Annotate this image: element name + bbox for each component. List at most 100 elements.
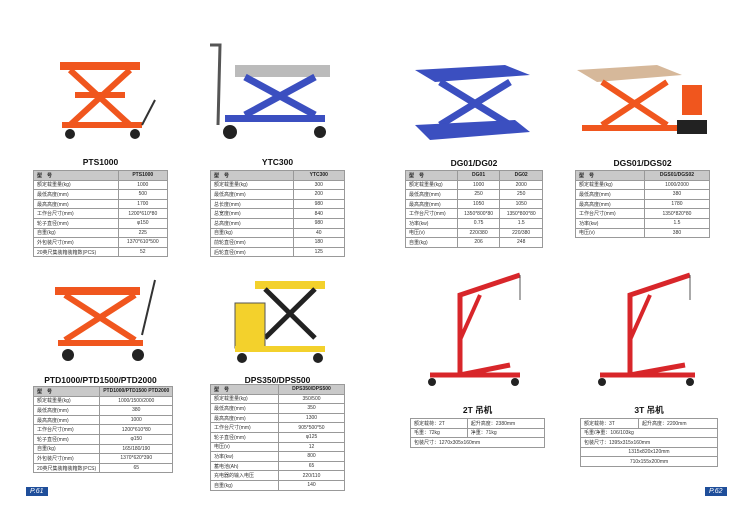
value-cell: 200 (292, 189, 346, 200)
table-row: 最低高度(mm)500 (33, 189, 169, 200)
value-cell: 2000 (499, 179, 543, 191)
value-cell: 380 (643, 227, 711, 239)
label-cell: 最低高度(mm) (210, 189, 294, 200)
label-cell: 额定载重量(kg) (405, 179, 458, 191)
value-cell: 905*500*50 (277, 422, 346, 433)
value-cell: 1300 (277, 412, 346, 424)
table-row: 总长度(mm)980 (210, 198, 346, 210)
table-row: 电压(v)380 (575, 227, 711, 239)
table-row: 额定载重量(kg)1000 (33, 179, 169, 191)
label-cell: 工作台尺寸(mm) (33, 208, 119, 219)
value-cell: 980 (292, 198, 346, 210)
value-cell: 220/110 (277, 470, 346, 481)
spec-cell: 净重：71kg (466, 427, 546, 439)
table-row: 前轮直径(mm)180 (210, 237, 346, 248)
label-cell: 充电器的输入电压 (210, 470, 279, 481)
table-row: 毛重/净重：106/103kg (580, 427, 718, 439)
value-cell: 840 (292, 208, 346, 219)
value-cell: 1350*800*80 (456, 208, 501, 219)
value-cell: 1200*610*80 (117, 208, 169, 219)
table-row: 工作台尺寸(mm)905*500*50 (210, 422, 346, 433)
page-number-left: P.61 (26, 487, 48, 496)
label-cell: 最高高度(mm) (210, 412, 279, 424)
spec-cell: 额定载荷：2T (410, 418, 468, 429)
label-cell: 最低高度(mm) (210, 403, 279, 414)
table-row: 最低高度(mm)380 (575, 189, 711, 200)
table-row: 外包装尺寸(mm)1370*620*390 (32, 453, 174, 464)
label-cell: 功率(kw) (575, 217, 645, 229)
2t-crane-image (428, 272, 521, 386)
value-cell: 1780 (643, 198, 711, 210)
label-cell: 总宽度(mm) (210, 208, 294, 219)
header-cell: 型 号 (210, 384, 279, 395)
label-cell: 20英尺集装箱装箱数(PCS) (32, 462, 101, 474)
table-row: 20英尺集装箱装箱数(PCS)52 (33, 246, 169, 258)
value-cell: φ150 (117, 217, 169, 229)
header-cell: 型 号 (575, 170, 645, 181)
label-cell: 额定载重量(kg) (210, 393, 279, 405)
value-cell: 300 (292, 179, 346, 191)
value-cell: 380 (99, 405, 174, 416)
table-row: 工作台尺寸(mm)1200*610*80 (33, 208, 169, 219)
table-row: 最低高度(mm)350 (210, 403, 346, 414)
value-cell: φ150 (99, 433, 174, 445)
header-cell: DG02 (499, 170, 543, 181)
value-cell: 140 (277, 479, 346, 491)
spec-cell: 额定载荷：3T (579, 418, 640, 429)
value-cell: 225 (117, 227, 169, 239)
table-row: 最高高度(mm)1300 (210, 412, 346, 424)
value-cell: 1370*610*500 (117, 237, 169, 248)
value-cell: 12 (277, 441, 346, 453)
table-row: 轮子直径(mm)φ125 (210, 431, 346, 443)
value-cell: 1700 (117, 198, 169, 210)
product-title: DG01/DG02 (450, 158, 498, 168)
value-cell: 1.5 (643, 217, 711, 229)
value-cell: 500 (117, 189, 169, 200)
label-cell: 工作台尺寸(mm) (405, 208, 458, 219)
label-cell: 轮子直径(mm) (33, 217, 119, 229)
value-cell: 1000 (99, 414, 174, 426)
header-cell: YTC300 (292, 170, 346, 181)
value-cell: 220/380 (499, 227, 543, 239)
value-cell: 1350*820*80 (643, 208, 711, 219)
label-cell: 轮子直径(mm) (32, 433, 101, 445)
table-row: 外包装尺寸(mm)1370*610*500 (33, 237, 169, 248)
table-row: 工作台尺寸(mm)1350*820*80 (575, 208, 711, 219)
value-cell: 52 (117, 246, 169, 258)
table-row: 后轮直径(mm)125 (210, 246, 346, 258)
value-cell: 1000/1500/2000 (99, 395, 174, 407)
product-title: DGS01/DGS02 (613, 158, 672, 168)
label-cell: 后轮直径(mm) (210, 246, 294, 258)
label-cell: 功率(kw) (210, 451, 279, 462)
label-cell: 自重(kg) (32, 443, 101, 455)
table-row: 轮子直径(mm)φ150 (33, 217, 169, 229)
label-cell: 电压(v) (575, 227, 645, 239)
value-cell: 350/500 (277, 393, 346, 405)
label-cell: 总长度(mm) (210, 198, 294, 210)
header-cell: PTD1000/PTD1500 PTD2000 (99, 386, 174, 397)
label-cell: 自重(kg) (210, 227, 294, 239)
spec-cell: 起升高度：2380mm (466, 418, 546, 429)
label-cell: 额定载重量(kg) (575, 179, 645, 191)
header-cell: 型 号 (210, 170, 294, 181)
table-row: 1315x820x120mm (580, 446, 718, 458)
crane-title: 2T 吊机 (462, 405, 493, 415)
value-cell: 220/380 (456, 227, 501, 239)
label-cell: 最低高度(mm) (32, 405, 101, 416)
label-cell: 总高度(mm) (210, 217, 294, 229)
table-row: 额定载重量(kg)350/500 (210, 393, 346, 405)
label-cell: 工作台尺寸(mm) (575, 208, 645, 219)
label-cell: 外包装尺寸(mm) (33, 237, 119, 248)
value-cell: φ125 (277, 431, 346, 443)
